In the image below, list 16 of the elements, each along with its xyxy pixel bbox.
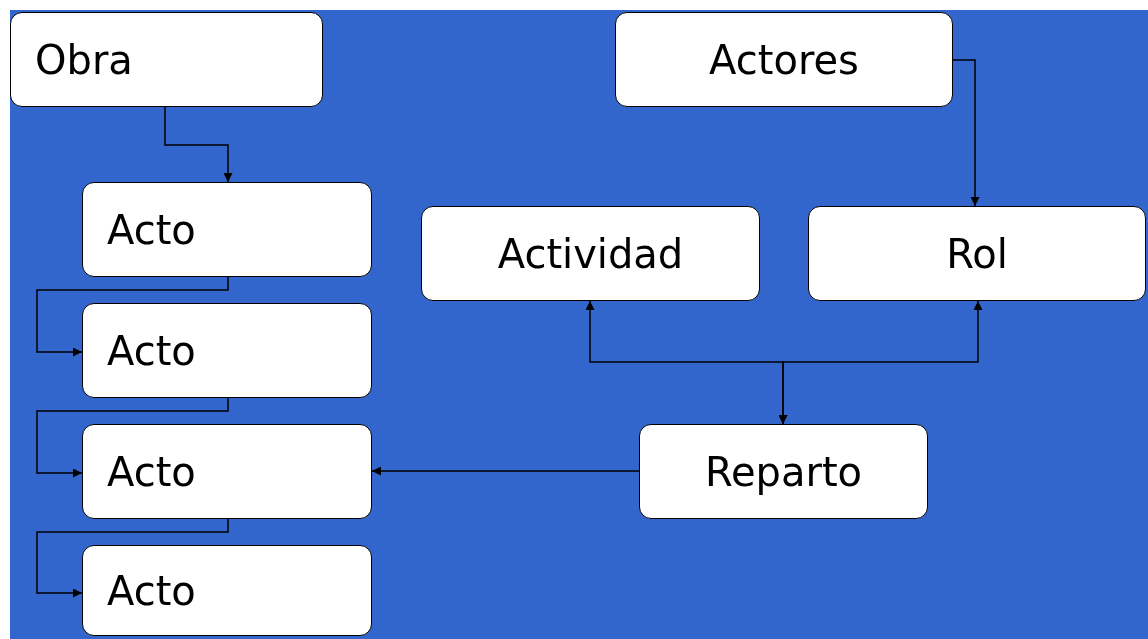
- rounded-box: Acto: [82, 424, 372, 519]
- rounded-box: Obra: [10, 12, 323, 107]
- rounded-box: Reparto: [639, 424, 928, 519]
- connector-arrow: [778, 300, 983, 425]
- rounded-box: Acto: [82, 182, 372, 277]
- connector-arrow: [36, 397, 229, 478]
- connector-arrow: [36, 518, 229, 598]
- rounded-box: Rol: [808, 206, 1146, 301]
- rounded-box: Actividad: [421, 206, 760, 301]
- connector-arrow: [164, 106, 233, 183]
- connector-arrow: [36, 276, 229, 357]
- rounded-box: Acto: [82, 545, 372, 636]
- rounded-box: Actores: [615, 12, 953, 107]
- connector-arrow: [371, 466, 640, 476]
- connector-arrow: [952, 59, 980, 207]
- rounded-box: Acto: [82, 303, 372, 398]
